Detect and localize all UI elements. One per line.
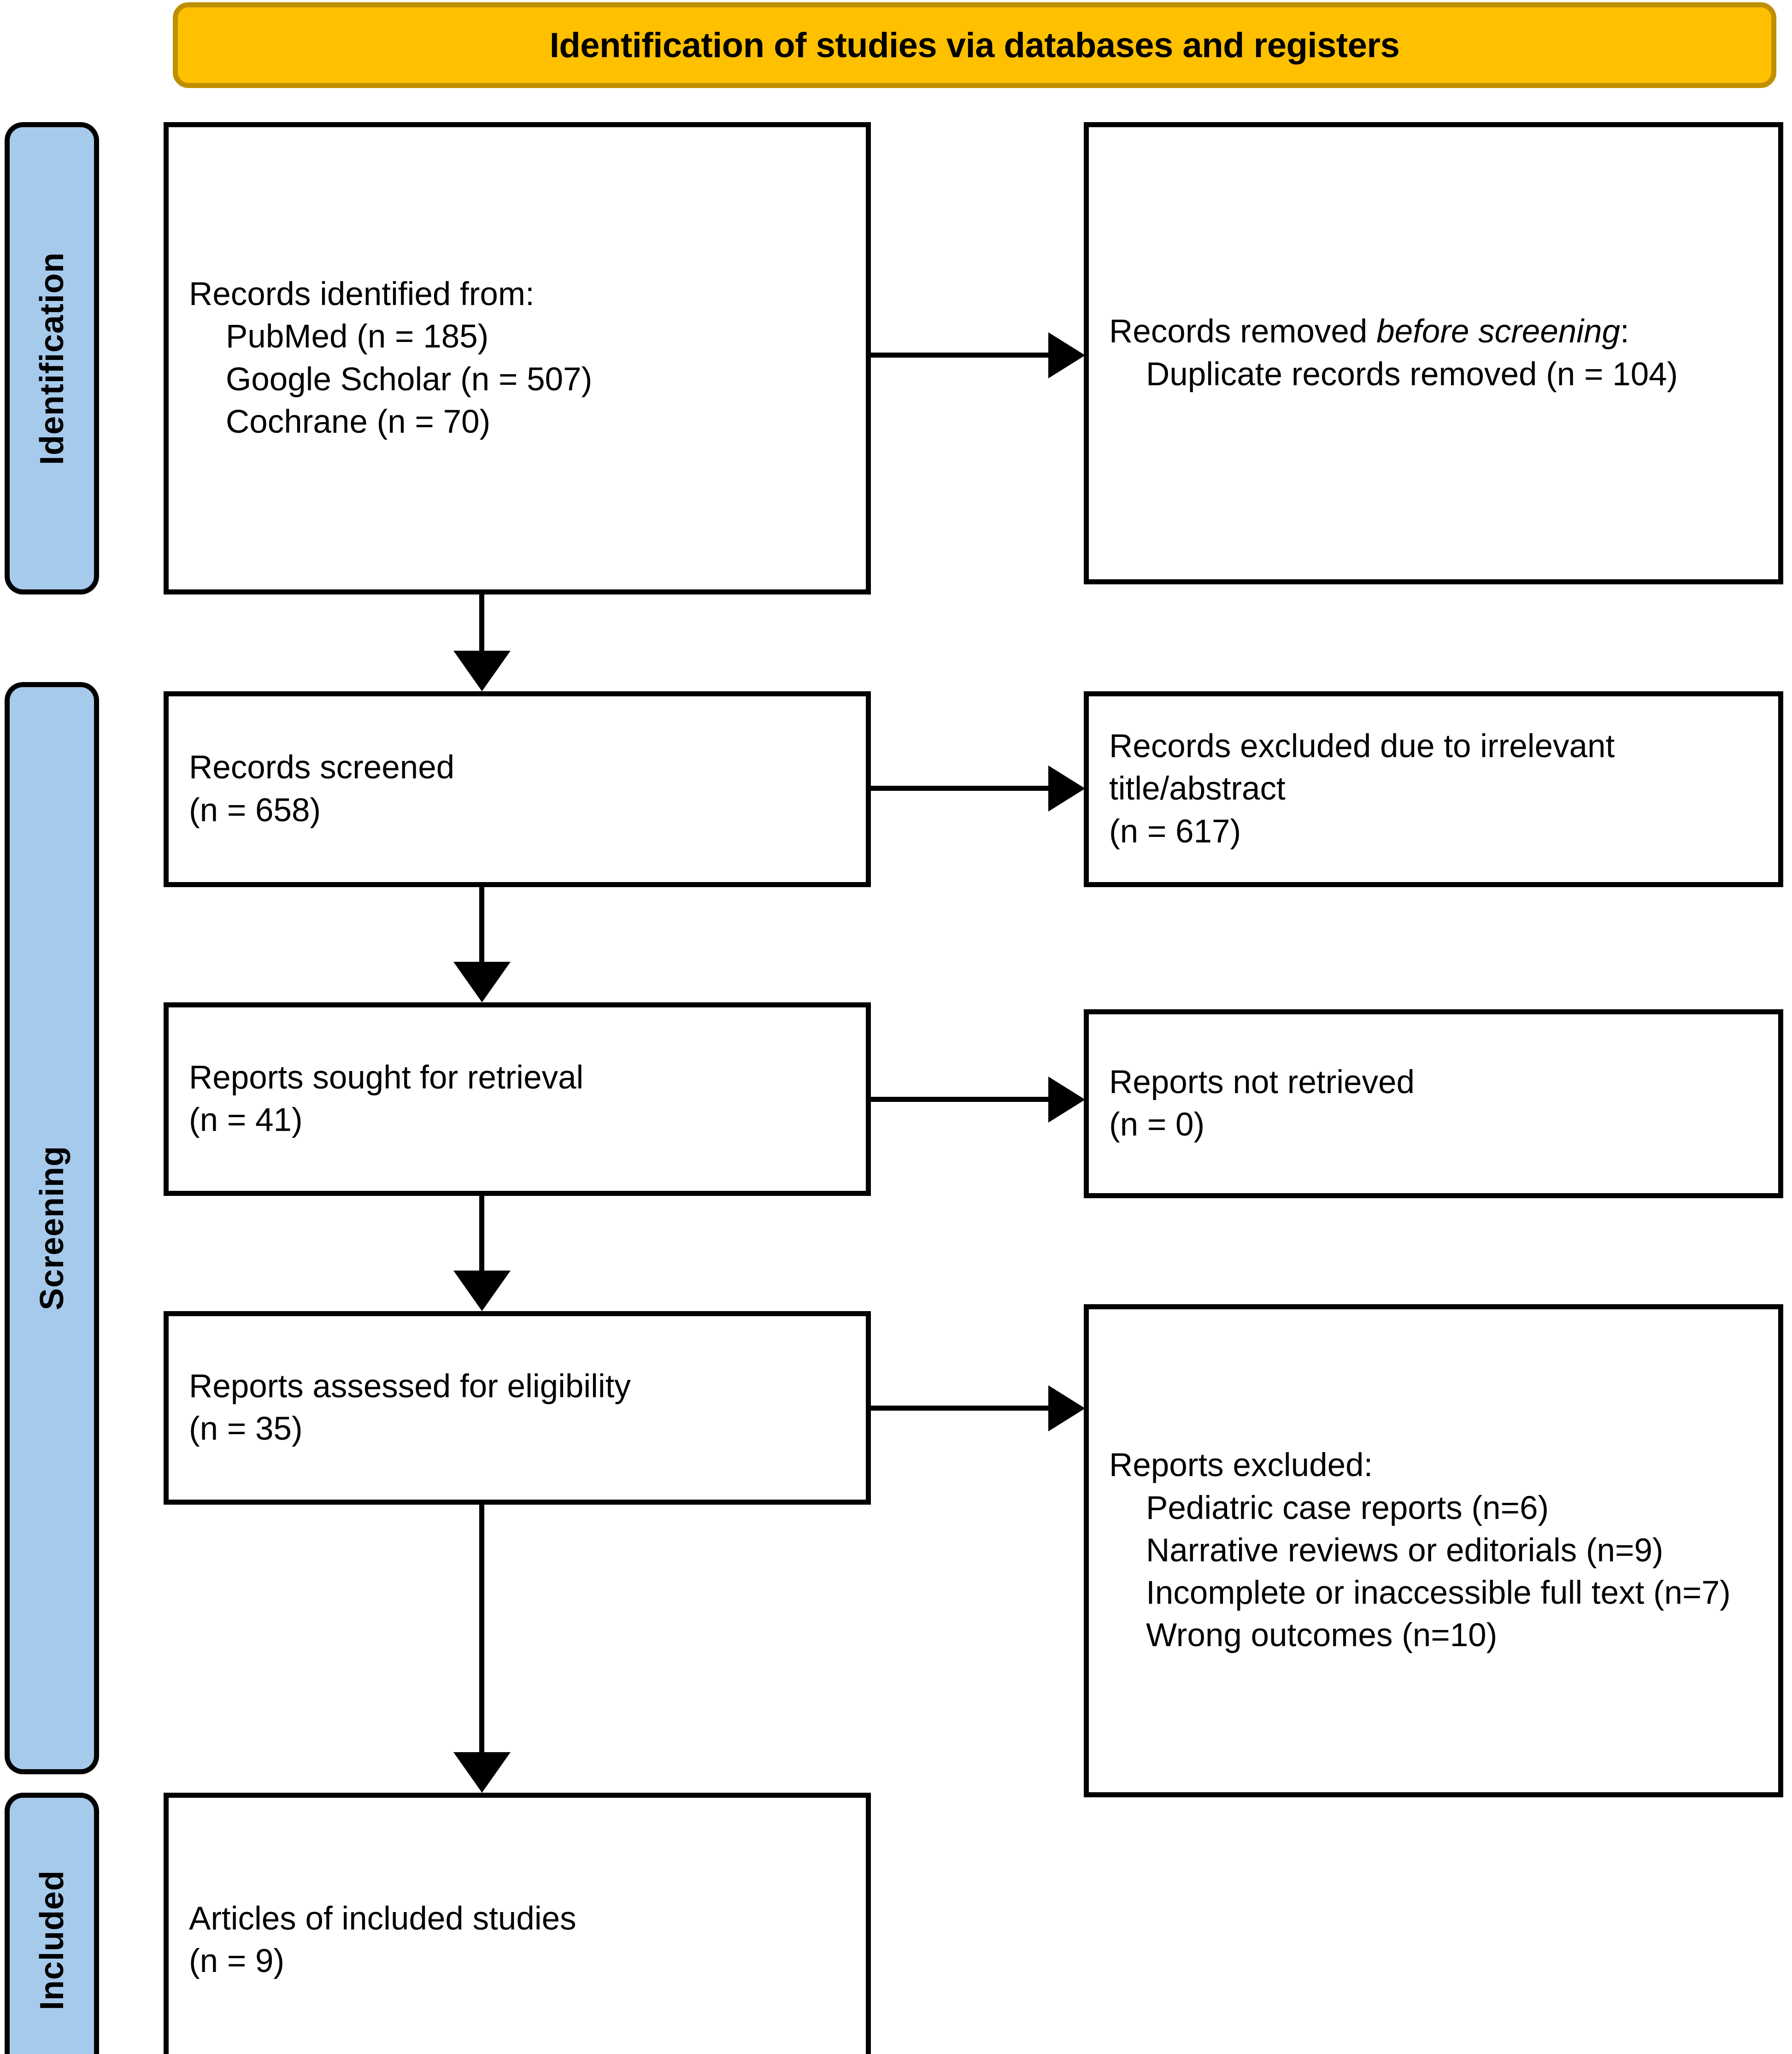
reports-sought-count: (n = 41)	[189, 1102, 303, 1138]
records-removed-heading-post: :	[1620, 313, 1629, 350]
reports-not-retrieved-label: Reports not retrieved	[1109, 1064, 1415, 1101]
box-records-excluded-title-abstract: Records excluded due to irrelevant title…	[1084, 691, 1783, 887]
records-removed-heading: Records removed before screening:	[1109, 311, 1767, 353]
connector-assessed-to-reportsexcluded	[871, 1406, 1051, 1411]
connector-screened-to-sought	[479, 887, 484, 962]
stage-screening-text: Screening	[33, 1146, 71, 1311]
box-records-removed: Records removed before screening: Duplic…	[1084, 122, 1783, 584]
reports-excluded-item-pediatric: Pediatric case reports (n=6)	[1146, 1489, 1549, 1526]
connector-assessed-to-included	[479, 1505, 484, 1752]
box-articles-of-included-studies: Articles of included studies (n = 9)	[164, 1793, 871, 2054]
box-records-screened: Records screened (n = 658)	[164, 691, 871, 887]
records-screened-label: Records screened	[189, 749, 455, 786]
reports-assessed-count: (n = 35)	[189, 1411, 303, 1447]
arrowhead-sought-to-notretrieved	[1048, 1077, 1085, 1123]
reports-excluded-item-wrong-outcomes: Wrong outcomes (n=10)	[1146, 1617, 1498, 1654]
arrowhead-screened-to-sought	[453, 962, 511, 1002]
included-studies-label: Articles of included studies	[189, 1900, 576, 1937]
arrowhead-identified-to-removed	[1048, 332, 1085, 378]
banner-label: Identification of studies via databases …	[549, 25, 1400, 65]
included-studies-count: (n = 9)	[189, 1943, 285, 1979]
connector-sought-to-assessed	[479, 1196, 484, 1271]
stage-label-screening: Screening	[5, 682, 99, 1774]
records-screened-count: (n = 658)	[189, 792, 321, 829]
connector-identified-to-screened	[479, 594, 484, 651]
connector-sought-to-notretrieved	[871, 1097, 1051, 1102]
connector-identified-to-removed	[871, 353, 1051, 358]
reports-not-retrieved-count: (n = 0)	[1109, 1106, 1205, 1143]
reports-excluded-item-incomplete: Incomplete or inaccessible full text (n=…	[1146, 1575, 1731, 1612]
records-removed-heading-pre: Records removed	[1109, 313, 1377, 350]
box-reports-not-retrieved: Reports not retrieved (n = 0)	[1084, 1009, 1783, 1198]
box-records-identified: Records identified from: PubMed (n = 185…	[164, 122, 871, 594]
records-excluded-count: (n = 617)	[1109, 813, 1241, 850]
reports-excluded-heading: Reports excluded:	[1109, 1447, 1373, 1484]
arrowhead-assessed-to-included	[453, 1752, 511, 1793]
stage-label-included: Included	[5, 1793, 99, 2054]
arrowhead-assessed-to-reportsexcluded	[1048, 1385, 1085, 1431]
reports-sought-label: Reports sought for retrieval	[189, 1059, 584, 1096]
records-identified-heading: Records identified from:	[189, 276, 535, 312]
reports-assessed-label: Reports assessed for eligibility	[189, 1368, 631, 1405]
stage-included-text: Included	[33, 1870, 71, 2010]
stage-label-identification: Identification	[5, 122, 99, 594]
stage-identification-text: Identification	[33, 252, 71, 465]
records-excluded-label: Records excluded due to irrelevant title…	[1109, 728, 1615, 807]
records-identified-item-google-scholar: Google Scholar (n = 507)	[226, 361, 593, 398]
arrowhead-screened-to-excluded	[1048, 765, 1085, 812]
records-identified-item-pubmed: PubMed (n = 185)	[226, 318, 489, 355]
diagram-banner-title: Identification of studies via databases …	[173, 2, 1776, 88]
records-removed-heading-italic: before screening	[1376, 313, 1620, 350]
reports-excluded-item-narrative: Narrative reviews or editorials (n=9)	[1146, 1532, 1663, 1569]
connector-screened-to-excluded	[871, 786, 1051, 791]
records-removed-item-duplicates: Duplicate records removed (n = 104)	[1146, 356, 1678, 393]
box-reports-sought-for-retrieval: Reports sought for retrieval (n = 41)	[164, 1002, 871, 1196]
arrowhead-identified-to-screened	[453, 651, 511, 691]
arrowhead-sought-to-assessed	[453, 1271, 511, 1311]
records-identified-item-cochrane: Cochrane (n = 70)	[226, 403, 491, 440]
box-reports-excluded: Reports excluded: Pediatric case reports…	[1084, 1304, 1783, 1797]
box-reports-assessed-for-eligibility: Reports assessed for eligibility (n = 35…	[164, 1311, 871, 1505]
